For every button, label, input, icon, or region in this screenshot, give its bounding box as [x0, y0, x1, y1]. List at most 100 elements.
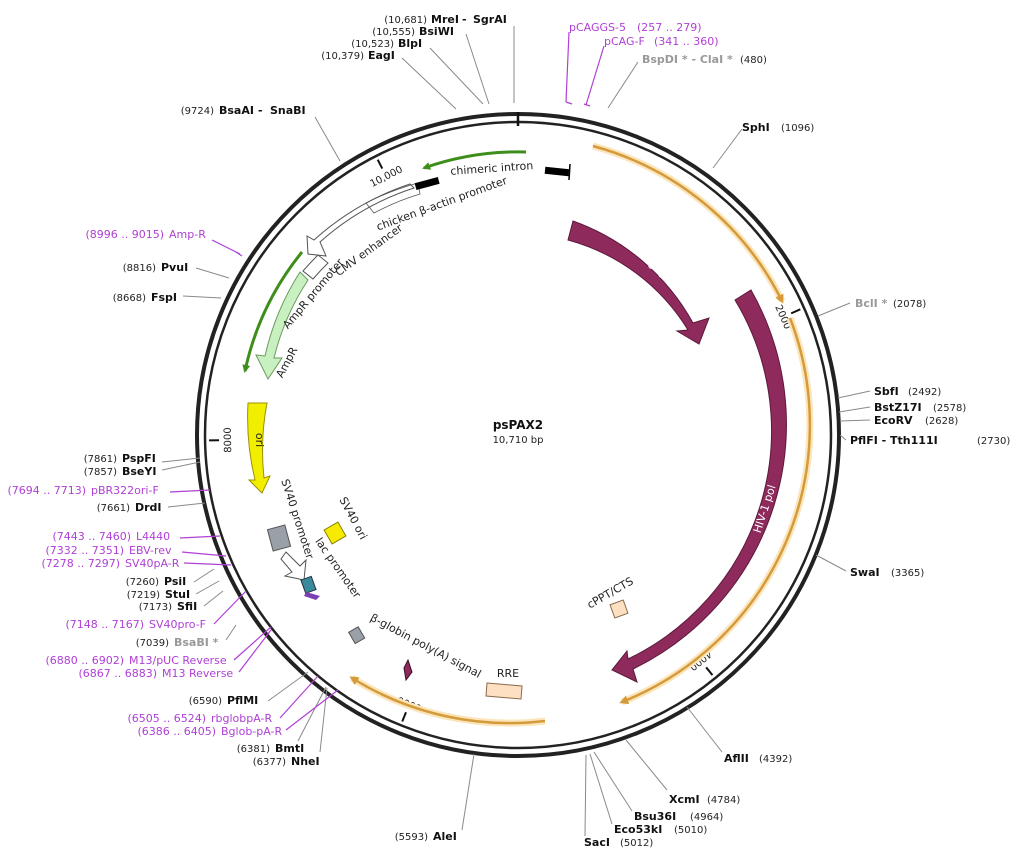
- svg-text:(2078): (2078): [893, 299, 926, 310]
- feature-label-beta-globin: β-globin poly(A) signal: [368, 611, 483, 681]
- svg-text:pCAG-F: pCAG-F: [604, 35, 645, 48]
- primer-L4440: (7443 .. 7460) L4440: [52, 530, 170, 543]
- svg-text:(7443 .. 7460): (7443 .. 7460): [52, 530, 131, 543]
- enzyme-SfiI: (7173) SfiI: [139, 600, 197, 613]
- position-tick-mark: [376, 159, 384, 170]
- enzyme-SwaI: SwaI (3365): [850, 566, 924, 579]
- svg-text:M13 Reverse: M13 Reverse: [162, 667, 233, 680]
- feature-label-pol: HIV-1 pol: [751, 483, 779, 534]
- primer-Bglob-pA-R: (6386 .. 6405) Bglob-pA-R: [137, 725, 282, 738]
- svg-text:EagI: EagI: [368, 49, 395, 62]
- enzyme-PsiI: (7260) PsiI: [126, 575, 187, 588]
- svg-text:(6386 .. 6405): (6386 .. 6405): [137, 725, 216, 738]
- primer-markers: [169, 31, 605, 731]
- enzyme-NheI: (6377) NheI: [253, 755, 320, 768]
- feature-label-rre: RRE: [497, 667, 519, 680]
- svg-text:Eco53kI: Eco53kI: [614, 823, 662, 836]
- ampr-promoter-feature: [302, 254, 329, 280]
- enzyme-DrdI: (7661) DrdI: [97, 501, 162, 514]
- sv40-ori-feature: [323, 521, 347, 545]
- svg-text:BsaBI *: BsaBI *: [174, 636, 219, 649]
- svg-text:(2730): (2730): [977, 436, 1010, 447]
- svg-text:(8668): (8668): [113, 293, 146, 304]
- intron-tick: [568, 163, 571, 181]
- svg-text:(7861): (7861): [84, 454, 117, 465]
- svg-text:StuI: StuI: [165, 588, 190, 601]
- svg-text:(7039): (7039): [136, 638, 169, 649]
- svg-text:(257 .. 279): (257 .. 279): [637, 21, 702, 34]
- green-arrows: [242, 150, 527, 373]
- enzyme-SphI: SphI (1096): [742, 121, 814, 134]
- primer-SV40pro-F: (7148 .. 7167) SV40pro-F: [65, 618, 206, 631]
- ori-feature: [247, 402, 271, 494]
- svg-text:Bglob-pA-R: Bglob-pA-R: [221, 725, 283, 738]
- chicken-actin-white-arrow: [306, 182, 421, 257]
- ampr-green-arrow: [242, 251, 304, 373]
- primer-pCAGGS-5: pCAGGS-5 (257 .. 279): [569, 21, 702, 34]
- enzyme-StuI: (7219) StuI: [127, 588, 190, 601]
- plasmid-name: psPAX2: [493, 418, 543, 432]
- gag-cds-arrow: [592, 142, 786, 303]
- enzyme-BmtI: (6381) BmtI: [237, 742, 304, 755]
- svg-text:(2492): (2492): [908, 387, 941, 398]
- svg-text:(6590): (6590): [189, 696, 222, 707]
- svg-text:SV40pA-R: SV40pA-R: [125, 557, 180, 570]
- svg-text:(8996 .. 9015): (8996 .. 9015): [85, 228, 164, 241]
- svg-text:(7219): (7219): [127, 590, 160, 601]
- svg-text:(7173): (7173): [139, 602, 172, 613]
- enzyme-BsiWI: (10,555) BsiWI: [372, 25, 454, 38]
- svg-text:M13/pUC Reverse: M13/pUC Reverse: [129, 654, 227, 667]
- svg-text:PflFI - Tth111I: PflFI - Tth111I: [850, 434, 938, 447]
- svg-text:SV40pro-F: SV40pro-F: [149, 618, 206, 631]
- svg-text:(7857): (7857): [84, 467, 117, 478]
- svg-text:BspDI * - ClaI *: BspDI * - ClaI *: [642, 53, 733, 66]
- enzyme-AleI: (5593) AleI: [395, 830, 457, 843]
- position-tick-mark: [790, 308, 801, 315]
- primer-pCAG-F: pCAG-F (341 .. 360): [604, 35, 719, 48]
- svg-text:(7332 .. 7351): (7332 .. 7351): [45, 544, 124, 557]
- chimeric-intron-black-bar: [544, 166, 570, 177]
- svg-text:(10,523): (10,523): [351, 39, 394, 50]
- enzyme-FspI: (8668) FspI: [113, 291, 177, 304]
- svg-text:EBV-rev: EBV-rev: [129, 544, 172, 557]
- svg-text:(7278 .. 7297): (7278 .. 7297): [41, 557, 120, 570]
- svg-text:(6880 .. 6902): (6880 .. 6902): [45, 654, 124, 667]
- svg-text:BseYI: BseYI: [122, 465, 156, 478]
- enzyme-BsaBI: (7039) BsaBI *: [136, 636, 219, 649]
- primer-SV40pA-R: (7278 .. 7297) SV40pA-R: [41, 557, 179, 570]
- svg-text:(6381): (6381): [237, 744, 270, 755]
- svg-text:PflMI: PflMI: [227, 694, 258, 707]
- svg-text:SbfI: SbfI: [874, 385, 899, 398]
- hiv-gag-feature: [567, 220, 710, 345]
- enzyme-Bsu36I: Bsu36I (4964): [634, 810, 723, 823]
- enzyme-EcoRV: EcoRV (2628): [874, 414, 958, 427]
- svg-text:(480): (480): [740, 55, 767, 66]
- svg-text:Bsu36I: Bsu36I: [634, 810, 676, 823]
- sv40-promoter-arrow: [280, 551, 307, 581]
- svg-text:(7661): (7661): [97, 503, 130, 514]
- svg-text:MreI: MreI: [431, 13, 459, 26]
- primer-pBR322ori-F: (7694 .. 7713) pBR322ori-F: [7, 484, 158, 497]
- enzyme-AflII: AflII (4392): [724, 752, 792, 765]
- svg-text:XcmI: XcmI: [669, 793, 700, 806]
- svg-text:(10,379): (10,379): [321, 51, 364, 62]
- enzyme-XcmI: XcmI (4784): [669, 793, 740, 806]
- svg-text:PsiI: PsiI: [164, 575, 186, 588]
- svg-text:(1096): (1096): [781, 123, 814, 134]
- svg-text:(5010): (5010): [674, 825, 707, 836]
- rre-feature: [485, 682, 523, 700]
- svg-text:BlpI: BlpI: [398, 37, 422, 50]
- svg-text:(6867 .. 6883): (6867 .. 6883): [78, 667, 157, 680]
- enzyme-leader-lines: [161, 26, 871, 837]
- svg-text:PvuI: PvuI: [161, 261, 188, 274]
- enzyme-PspFI: (7861) PspFI: [84, 452, 156, 465]
- position-tick-label: 8000: [223, 427, 234, 453]
- svg-text:BmtI: BmtI: [275, 742, 304, 755]
- svg-text:SphI: SphI: [742, 121, 770, 134]
- enzyme-PvuI: (8816) PvuI: [123, 261, 188, 274]
- svg-text:(4784): (4784): [707, 795, 740, 806]
- enzyme-PflFI-Tth111I: PflFI - Tth111I (2730): [850, 434, 1010, 447]
- chimeric-intron-green-arrow: [422, 150, 527, 170]
- enzyme-PflMI: (6590) PflMI: [189, 694, 259, 707]
